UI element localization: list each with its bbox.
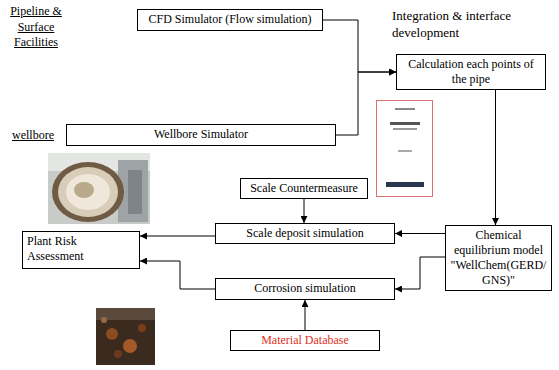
box-text: Plant Risk Assessment [27,234,135,264]
box-text: Wellbore Simulator [71,127,331,142]
process-box: Chemical equilibrium model "WellChem(GER… [445,225,552,291]
flow-arrow [305,300,306,330]
flow-arrow [336,72,396,135]
flow-arrow [495,90,496,225]
label-text: wellbore [12,128,54,142]
process-box: Plant Risk Assessment [22,231,140,269]
process-box: Scale Countermeasure [240,178,368,199]
process-box: Scale deposit simulation [215,223,395,244]
flow-arrow [395,233,445,234]
box-text: Scale Countermeasure [245,181,363,196]
box-text: Material Database [235,333,375,348]
box-text: Corrosion simulation [220,281,390,296]
label-text: Integration & interface development [392,8,511,40]
flow-arrow [395,257,445,289]
box-text: Chemical equilibrium model "WellChem(GER… [450,228,547,288]
corrosion-photo [96,308,155,365]
section-label: Pipeline & Surface Facilities [4,4,68,51]
flow-arrow [140,236,215,237]
process-box: Corrosion simulation [215,278,395,300]
box-text: Calculation each points of the pipe [401,57,541,87]
flow-arrow [140,261,215,289]
scale-photo [48,153,150,224]
report-thumbnail [377,101,433,197]
heading-label: Integration & interface development [392,8,554,42]
box-text: Scale deposit simulation [220,226,390,241]
label-text: Pipeline & Surface Facilities [10,4,62,49]
flow-arrow [323,20,396,72]
process-box: Calculation each points of the pipe [396,54,546,90]
process-box: Wellbore Simulator [66,124,336,146]
database-box: Material Database [230,330,380,351]
process-box: CFD Simulator (Flow simulation) [137,9,323,31]
flow-arrow [304,199,305,223]
section-label: wellbore [12,128,64,144]
box-text: CFD Simulator (Flow simulation) [142,12,318,27]
